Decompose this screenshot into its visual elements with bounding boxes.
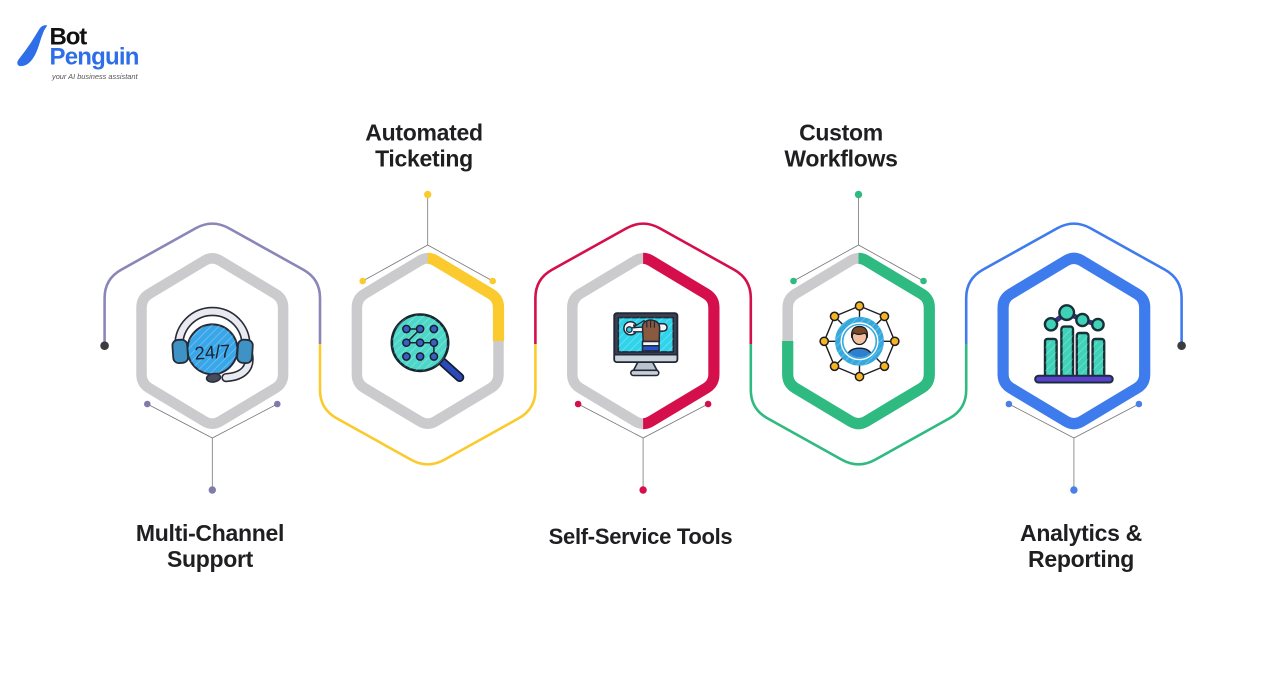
- svg-text:Analytics &: Analytics &: [1020, 520, 1142, 546]
- svg-text:Self-Service Tools: Self-Service Tools: [549, 524, 733, 549]
- svg-text:Multi-Channel: Multi-Channel: [136, 520, 284, 546]
- svg-text:Workflows: Workflows: [784, 146, 897, 172]
- svg-text:Bot: Bot: [50, 24, 88, 51]
- svg-text:Ticketing: Ticketing: [375, 146, 473, 172]
- svg-text:Reporting: Reporting: [1028, 546, 1134, 572]
- svg-text:Penguin: Penguin: [50, 44, 139, 71]
- svg-text:Support: Support: [167, 546, 254, 572]
- svg-text:your AI business assistant: your AI business assistant: [51, 72, 139, 81]
- svg-text:24/7: 24/7: [194, 340, 231, 363]
- svg-text:Automated: Automated: [365, 120, 482, 146]
- svg-text:Custom: Custom: [799, 120, 883, 146]
